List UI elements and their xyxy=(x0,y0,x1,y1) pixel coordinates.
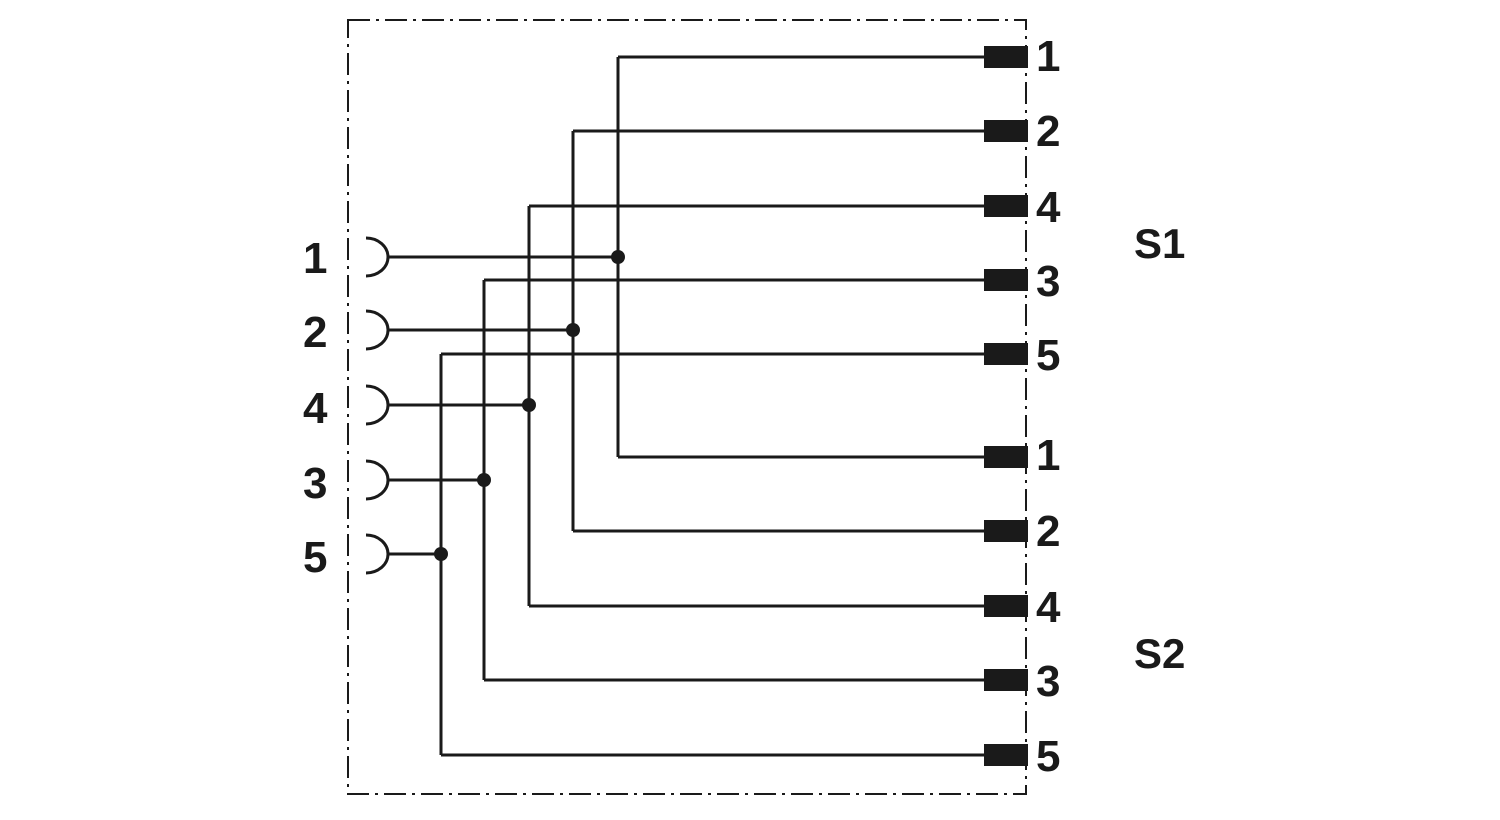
s2-pin-label: 5 xyxy=(1036,732,1060,781)
s2-pin-label: 4 xyxy=(1036,583,1061,632)
junction-dot-pin-5 xyxy=(434,547,448,561)
s1-pin-contact-1 xyxy=(984,46,1028,68)
s2-pin-label: 1 xyxy=(1036,431,1060,480)
socket-contact-pin-2 xyxy=(365,309,390,351)
left-pin-label: 3 xyxy=(303,459,327,508)
s2-pin-contact-4 xyxy=(984,595,1028,617)
socket-contact-pin-3 xyxy=(365,459,390,501)
junction-dot-pin-1 xyxy=(611,250,625,264)
s1-pin-contact-5 xyxy=(984,343,1028,365)
socket-contact-pin-1 xyxy=(365,236,390,278)
s1-pin-contact-2 xyxy=(984,120,1028,142)
s2-pin-contact-2 xyxy=(984,520,1028,542)
socket-contact-pin-4 xyxy=(365,384,390,426)
left-pin-label: 2 xyxy=(303,308,327,357)
connector-label-s1: S1 xyxy=(1134,220,1185,267)
housing-frame xyxy=(347,19,1027,795)
s1-pin-contact-3 xyxy=(984,269,1028,291)
s1-pin-label: 1 xyxy=(1036,32,1060,81)
s1-pin-contact-4 xyxy=(984,195,1028,217)
s1-pin-label: 4 xyxy=(1036,183,1061,232)
s2-pin-contact-1 xyxy=(984,446,1028,468)
socket-contact-pin-5 xyxy=(365,533,390,575)
s2-pin-label: 3 xyxy=(1036,657,1060,706)
s1-pin-label: 5 xyxy=(1036,331,1060,380)
s2-pin-contact-3 xyxy=(984,669,1028,691)
s2-pin-contact-5 xyxy=(984,744,1028,766)
connector-label-s2: S2 xyxy=(1134,630,1185,677)
junction-dot-pin-3 xyxy=(477,473,491,487)
s1-pin-label: 3 xyxy=(1036,257,1060,306)
left-pin-label: 1 xyxy=(303,234,327,283)
left-pin-label: 4 xyxy=(303,384,328,433)
left-pin-label: 5 xyxy=(303,533,327,582)
junction-dot-pin-2 xyxy=(566,323,580,337)
s2-pin-label: 2 xyxy=(1036,507,1060,556)
s1-pin-label: 2 xyxy=(1036,107,1060,156)
junction-dot-pin-4 xyxy=(522,398,536,412)
